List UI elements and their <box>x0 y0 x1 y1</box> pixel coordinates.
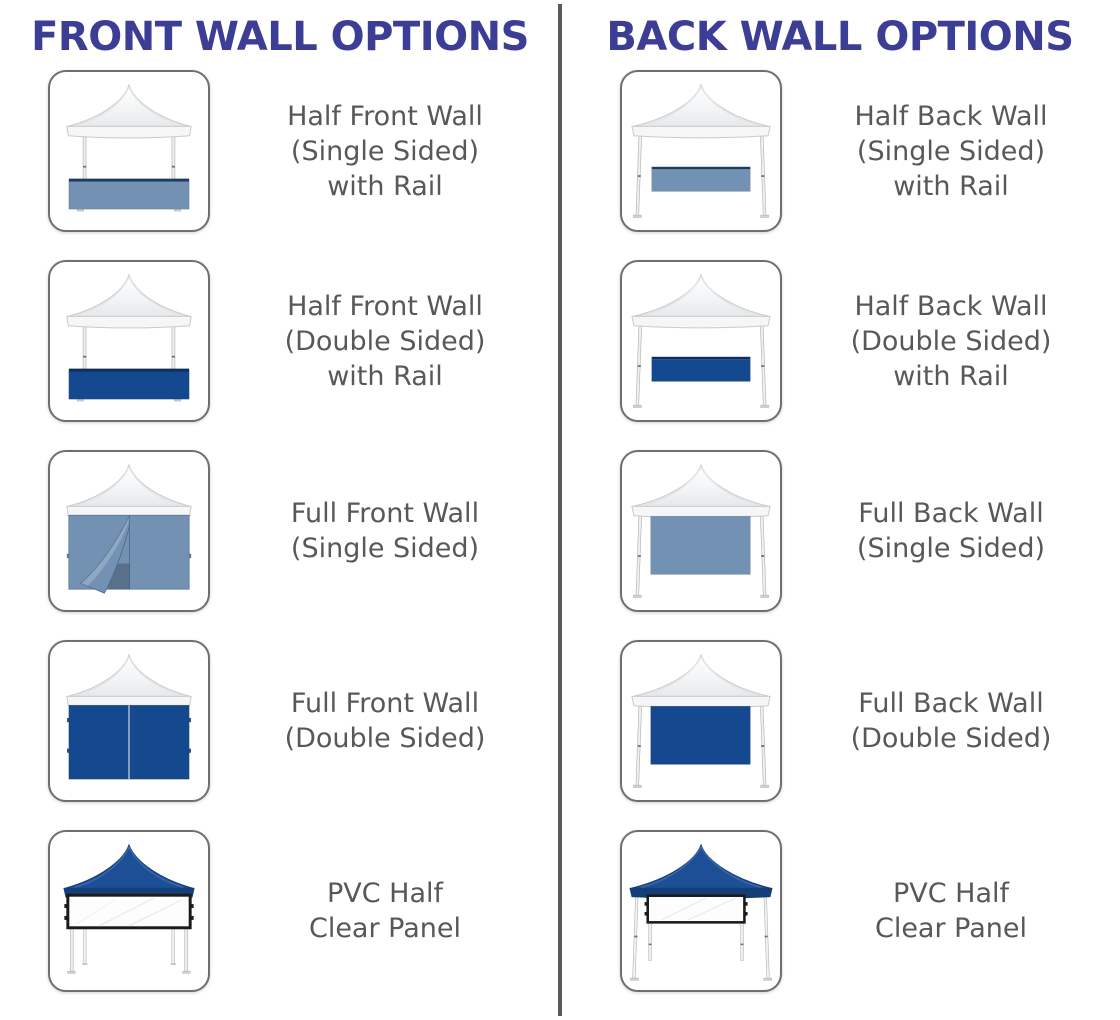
wall-option-row: Half Front Wall (Single Sided) with Rail <box>0 56 560 246</box>
wall-option-label: Full Back Wall (Single Sided) <box>856 498 1046 564</box>
wall-option-label: Half Back Wall (Single Sided) with Rail <box>854 100 1048 202</box>
column-divider <box>558 4 562 1016</box>
wall-option-label: Half Back Wall (Double Sided) with Rail <box>850 290 1052 392</box>
wall-option-label: Half Front Wall (Double Sided) with Rail <box>284 290 486 392</box>
wall-option-row: PVC Half Clear Panel <box>560 816 1120 1006</box>
tent-thumbnail <box>48 830 210 992</box>
wall-option-row: PVC Half Clear Panel <box>0 816 560 1006</box>
tent-thumbnail <box>620 450 782 612</box>
tent-half-front-wall-single-icon <box>55 77 203 225</box>
tent-symbol-ref <box>67 85 191 211</box>
tent-symbol-ref <box>632 465 770 598</box>
front-wall-options-title: FRONT WALL OPTIONS <box>31 14 529 60</box>
tent-symbol-ref <box>632 655 770 788</box>
wall-option-row: Half Back Wall (Double Sided) with Rail <box>560 246 1120 436</box>
tent-symbol-ref <box>630 845 772 980</box>
tent-symbol-ref <box>67 655 191 779</box>
tent-symbol-ref <box>64 845 194 973</box>
wall-option-label: Full Front Wall (Double Sided) <box>284 688 486 754</box>
tent-thumbnail <box>48 640 210 802</box>
tent-full-front-wall-double-icon <box>55 647 203 795</box>
wall-option-row: Full Back Wall (Double Sided) <box>560 626 1120 816</box>
tent-pvc-half-clear-panel-back-icon <box>627 837 775 985</box>
tent-thumbnail <box>48 70 210 232</box>
tent-symbol-ref <box>67 275 191 401</box>
tent-thumbnail <box>620 260 782 422</box>
tent-half-back-wall-single-icon <box>627 77 775 225</box>
wall-option-label: Full Front Wall (Single Sided) <box>290 498 480 564</box>
wall-option-label: PVC Half Clear Panel <box>308 878 462 944</box>
tent-half-front-wall-double-icon <box>55 267 203 415</box>
wall-option-row: Half Back Wall (Single Sided) with Rail <box>560 56 1120 246</box>
tent-full-back-wall-single-icon <box>627 457 775 605</box>
tent-symbol-ref <box>67 465 191 593</box>
back-wall-options-title: BACK WALL OPTIONS <box>606 14 1074 60</box>
tent-full-front-wall-single-icon <box>55 457 203 605</box>
wall-option-row: Full Back Wall (Single Sided) <box>560 436 1120 626</box>
wall-option-row: Full Front Wall (Double Sided) <box>0 626 560 816</box>
wall-option-label: Full Back Wall (Double Sided) <box>850 688 1052 754</box>
tent-thumbnail <box>620 640 782 802</box>
tent-full-back-wall-double-icon <box>627 647 775 795</box>
wall-option-label: Half Front Wall (Single Sided) with Rail <box>287 100 483 202</box>
tent-symbol-ref <box>632 85 770 218</box>
wall-option-row: Full Front Wall (Single Sided) <box>0 436 560 626</box>
wall-option-label: PVC Half Clear Panel <box>874 878 1028 944</box>
wall-option-row: Half Front Wall (Double Sided) with Rail <box>0 246 560 436</box>
tent-thumbnail <box>48 260 210 422</box>
tent-thumbnail <box>620 830 782 992</box>
tent-pvc-half-clear-panel-front-icon <box>55 837 203 985</box>
tent-symbol-ref <box>632 275 770 408</box>
tent-thumbnail <box>620 70 782 232</box>
back-wall-options-column: BACK WALL OPTIONS Half Back Wall (Single… <box>560 0 1120 1020</box>
tent-half-back-wall-double-icon <box>627 267 775 415</box>
front-wall-options-column: FRONT WALL OPTIONS Half Front Wall (Sing… <box>0 14 560 1006</box>
tent-thumbnail <box>48 450 210 612</box>
